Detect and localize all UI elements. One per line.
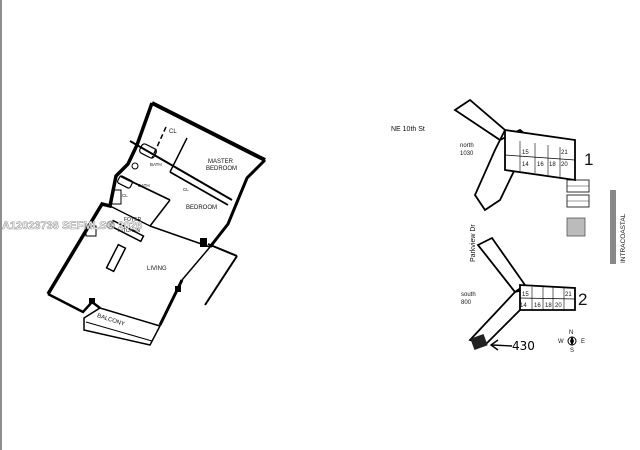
unit-arrow-shaft (491, 344, 513, 347)
room-label-closet: CL (169, 129, 177, 135)
south-building-number: 800 (461, 300, 472, 306)
room-label-balcony: BALCONY (96, 313, 125, 328)
fridge-icon (85, 225, 97, 237)
balcony-rail-side (204, 255, 238, 306)
compass: N S E W (558, 330, 585, 354)
legend-box-shaded (566, 217, 586, 237)
site-plan: NE 10th St Parkview Dr INTRACOASTAL 15 1… (391, 98, 627, 354)
street-label-top: NE 10th St (391, 126, 425, 133)
bedroom-west-wall (149, 199, 171, 227)
compass-n: N (569, 330, 573, 336)
compass-w: W (558, 339, 564, 345)
north-wing-east (504, 128, 576, 182)
south-wing-east (519, 284, 576, 311)
bedroom-top-wall (169, 171, 229, 206)
highlighted-unit (470, 333, 488, 351)
balcony-outline (83, 307, 162, 346)
column-icon-2 (89, 298, 95, 304)
building-north: 15 14 16 18 20 21 north 1030 1 (453, 98, 593, 212)
balcony-rail-inner (85, 321, 153, 342)
room-label-bath-2: BATH (138, 183, 150, 188)
toilet-icon (131, 162, 139, 170)
south-wall (47, 292, 101, 314)
north-corridor (504, 154, 576, 161)
room-label-master-1: MASTER (208, 159, 234, 165)
room-label-bath-1: BATH (150, 162, 162, 167)
room-label-cl-small: CL (183, 187, 189, 192)
floor-plan: CL MASTER BEDROOM BATH BATH CL BEDROOM C… (46, 101, 267, 346)
east-exterior-wall (208, 158, 267, 248)
column-icon (175, 286, 181, 292)
intracoastal-strip (610, 190, 616, 264)
south-building-name: south (461, 292, 476, 298)
south-unit-16: 16 (534, 303, 541, 309)
north-unit-20: 20 (561, 162, 568, 168)
intracoastal-label: INTRACOASTAL (620, 213, 627, 263)
kitchen-counter-top (109, 219, 145, 243)
north-wing-nw (453, 98, 507, 142)
interior-wall-1 (129, 140, 233, 201)
south-unit-20: 20 (555, 303, 562, 309)
north-unit-14: 14 (522, 162, 529, 168)
north-building-number: 1030 (460, 151, 474, 157)
kitchen-island-icon (105, 243, 127, 273)
north-building-badge: 1 (584, 150, 593, 169)
bath-sink-icon (117, 175, 133, 189)
south-corridor (519, 297, 576, 300)
building-south: 15 14 16 18 20 21 south 800 2 (461, 236, 587, 351)
south-unit-18: 18 (545, 303, 552, 309)
south-unit-15: 15 (522, 292, 529, 298)
balcony-rail-top (207, 243, 238, 257)
compass-s: S (570, 348, 574, 354)
closet-door-line (151, 126, 167, 159)
room-label-kitchen: KITCHEN (118, 228, 140, 234)
north-building-name: north (460, 143, 474, 149)
unit-marker-label: 430 (512, 339, 535, 353)
compass-e: E (581, 339, 585, 345)
bath-wall (119, 175, 171, 201)
room-label-bedroom: BEDROOM (186, 205, 217, 211)
room-label-living: LIVING (147, 266, 167, 272)
north-unit-16: 16 (537, 162, 544, 168)
west-exterior-wall (46, 102, 154, 295)
north-exterior-wall (151, 101, 266, 162)
street-label-side: Parkview Dr (470, 224, 477, 262)
room-label-foyer: FOYER (124, 217, 142, 223)
north-unit-18: 18 (549, 162, 556, 168)
foyer-wall (109, 205, 151, 227)
compass-needle-icon (570, 336, 574, 346)
unit-arrow-head-icon (489, 339, 499, 351)
column-icon-3 (200, 238, 207, 247)
room-label-master-2: BEDROOM (206, 166, 237, 172)
south-wing-nw (476, 236, 527, 294)
bathtub-icon (139, 143, 157, 159)
living-glass (181, 246, 211, 281)
south-building-badge: 2 (578, 290, 587, 309)
room-label-closet-2: CL (122, 193, 128, 198)
mls-watermark: A12023736 SEFMLS® 2026 (2, 220, 142, 232)
master-divider (169, 137, 188, 173)
shower-icon (111, 189, 122, 205)
north-unit-15: 15 (522, 150, 529, 156)
south-unit-21: 21 (565, 292, 572, 298)
north-unit-21: 21 (561, 150, 568, 156)
south-unit-14: 14 (520, 303, 527, 309)
